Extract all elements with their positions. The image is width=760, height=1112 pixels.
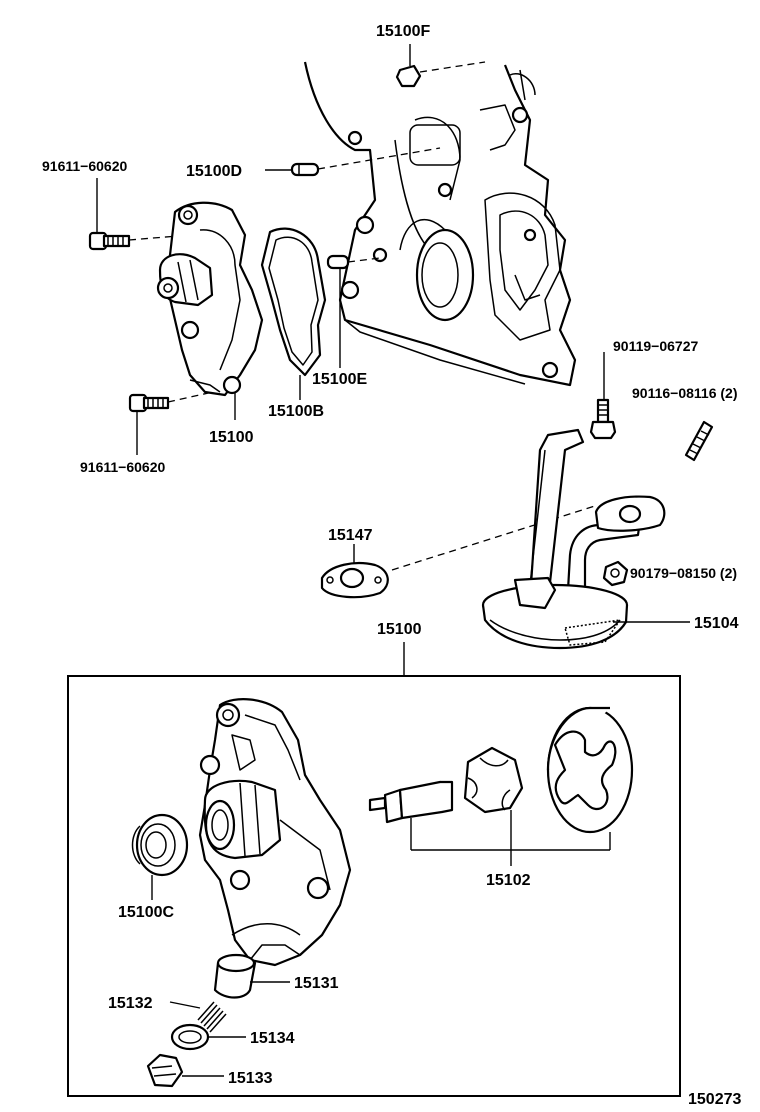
label-15100F: 15100F — [376, 23, 430, 40]
label-15100E: 15100E — [312, 371, 367, 388]
label-15100-pump: 15100 — [209, 429, 254, 446]
label-15134: 15134 — [250, 1030, 295, 1047]
part-91611-bolt-top — [88, 178, 191, 251]
part-15100F-nut — [395, 44, 486, 88]
part-90179-nut — [602, 560, 629, 587]
label-15133: 15133 — [228, 1070, 273, 1087]
part-15132-spring — [169, 1001, 227, 1033]
part-90119-bolt — [589, 352, 617, 440]
part-15100B-gasket — [260, 227, 327, 400]
label-15100-assembly: 15100 — [377, 621, 422, 638]
part-15100E-pin — [326, 254, 381, 368]
part-15104-strainer — [481, 428, 690, 650]
part-15100C-oil-seal — [131, 813, 189, 900]
label-15147: 15147 — [328, 527, 373, 544]
label-15132: 15132 — [108, 995, 153, 1012]
label-90116: 90116−08116 (2) — [632, 385, 738, 401]
label-91611-top: 91611−60620 — [42, 158, 127, 174]
label-15100C: 15100C — [118, 904, 174, 921]
part-15147-gasket — [320, 504, 599, 599]
label-91611-bottom: 91611−60620 — [80, 459, 165, 475]
oil-pump-body — [198, 698, 352, 967]
figure-number: 150273 — [688, 1091, 741, 1108]
label-15100D: 15100D — [186, 163, 242, 180]
label-15131: 15131 — [294, 975, 339, 992]
part-15131-relief-valve — [213, 953, 290, 999]
label-90119: 90119−06727 — [613, 338, 698, 354]
part-91611-bolt-bottom — [128, 389, 223, 455]
part-15100D-pin — [265, 147, 441, 177]
oil-pump-assembled — [156, 201, 264, 397]
label-15104: 15104 — [694, 615, 739, 632]
part-15133-plug — [146, 1053, 224, 1088]
part-90116-stud — [684, 420, 714, 462]
engine-front-cover — [303, 61, 577, 387]
part-15134-gasket — [170, 1023, 246, 1051]
label-90179: 90179−08150 (2) — [630, 565, 737, 581]
part-15102-rotor-set — [368, 706, 634, 866]
assembly-box — [67, 675, 681, 1097]
label-15100B: 15100B — [268, 403, 324, 420]
label-15102: 15102 — [486, 872, 531, 889]
